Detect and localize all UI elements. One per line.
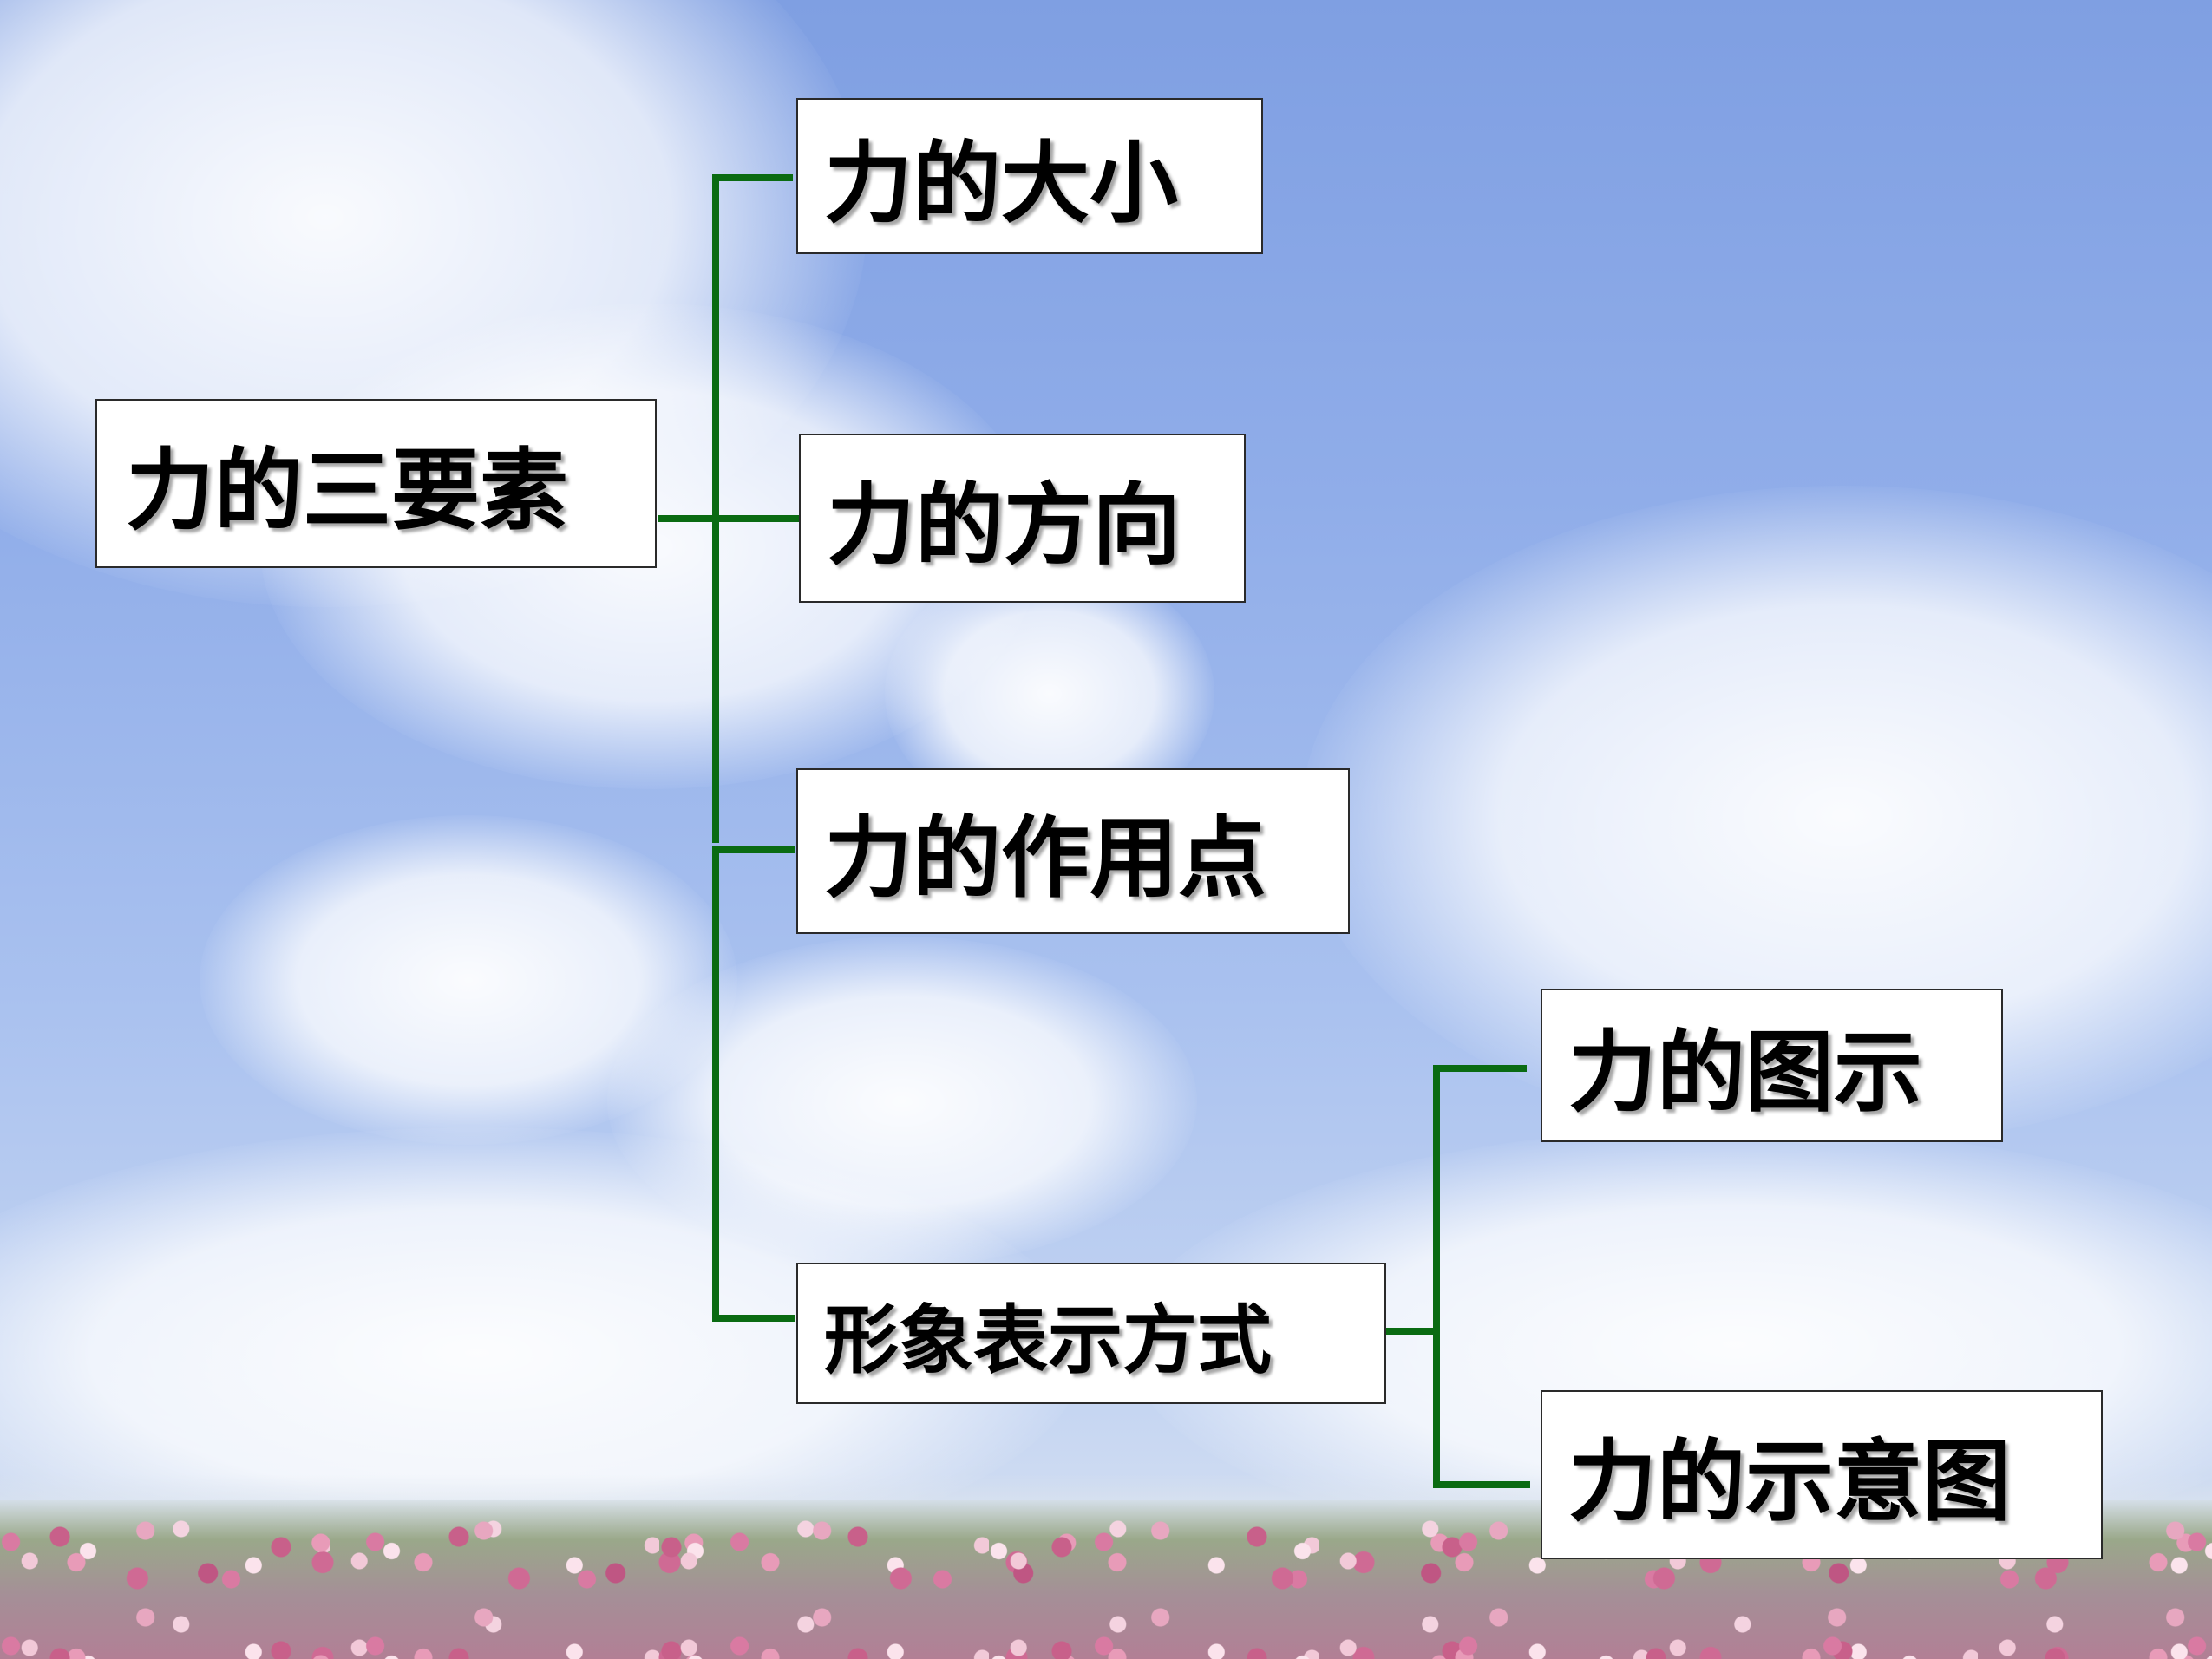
node-force-diagram-label: 力的图示 <box>1568 1022 1922 1125</box>
node-direction: 力的方向 <box>799 434 1246 603</box>
node-magnitude: 力的大小 <box>796 98 1263 254</box>
node-root-label: 力的三要素 <box>126 440 568 543</box>
node-point-of-application: 力的作用点 <box>796 768 1350 934</box>
node-root: 力的三要素 <box>95 399 657 568</box>
connector-group <box>658 174 1530 1488</box>
node-magnitude-label: 力的大小 <box>824 132 1178 236</box>
node-force-diagram: 力的图示 <box>1541 989 2003 1142</box>
node-force-sketch: 力的示意图 <box>1541 1390 2103 1559</box>
node-point-label: 力的作用点 <box>824 807 1266 911</box>
node-representation: 形象表示方式 <box>796 1263 1386 1404</box>
node-force-sketch-label: 力的示意图 <box>1568 1431 2011 1534</box>
node-direction-label: 力的方向 <box>827 474 1181 578</box>
node-representation-label: 形象表示方式 <box>824 1297 1272 1384</box>
